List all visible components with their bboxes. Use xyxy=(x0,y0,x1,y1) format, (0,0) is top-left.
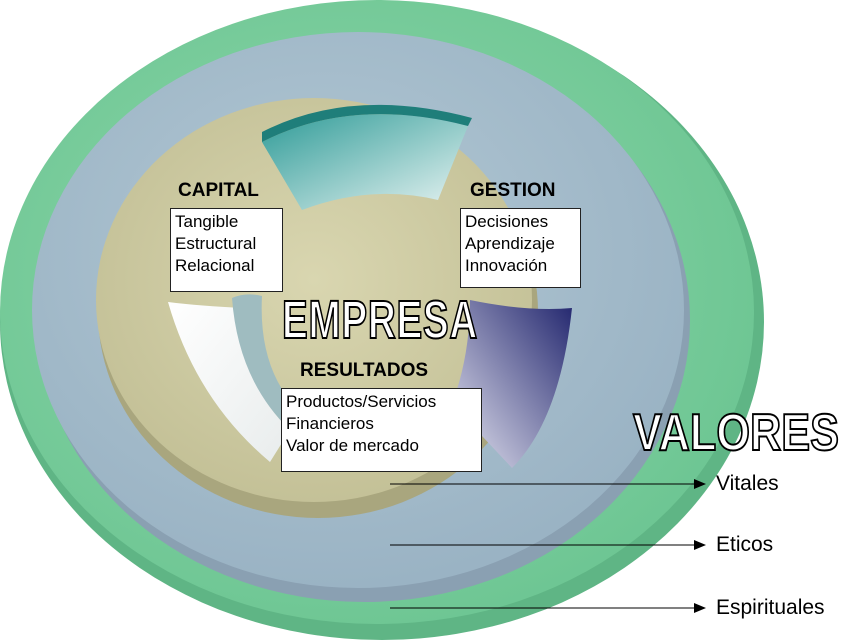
resultados-box: Productos/Servicios Financieros Valor de… xyxy=(281,388,482,472)
label-espirituales: Espirituales xyxy=(716,596,825,619)
segment-top-edge xyxy=(262,104,472,142)
capital-heading: CAPITAL xyxy=(178,180,259,201)
valores-title: VALORES xyxy=(633,404,839,462)
segment-right xyxy=(452,300,572,468)
label-vitales: Vitales xyxy=(716,472,779,495)
capital-item: Tangible xyxy=(175,212,239,231)
gestion-box: Decisiones Aprendizaje Innovación xyxy=(460,208,581,288)
arrow-espirituales xyxy=(390,603,706,613)
gestion-heading: GESTION xyxy=(470,180,556,201)
gestion-item: Decisiones xyxy=(465,212,549,231)
capital-item: Estructural xyxy=(175,234,257,253)
segment-left xyxy=(168,302,290,462)
capital-box: Tangible Estructural Relacional xyxy=(170,208,283,292)
capital-item: Relacional xyxy=(175,256,255,275)
arrow-vitales xyxy=(390,479,706,489)
arrow-eticos xyxy=(390,540,706,550)
resultados-item: Productos/Servicios xyxy=(286,392,437,411)
gestion-item: Aprendizaje xyxy=(465,234,555,253)
resultados-item: Valor de mercado xyxy=(286,436,419,455)
resultados-heading: RESULTADOS xyxy=(300,360,429,381)
empresa-title: EMPRESA xyxy=(282,290,478,350)
gestion-item: Innovación xyxy=(465,256,548,275)
resultados-item: Financieros xyxy=(286,414,374,433)
segment-top xyxy=(262,114,468,210)
label-eticos: Eticos xyxy=(716,533,774,556)
